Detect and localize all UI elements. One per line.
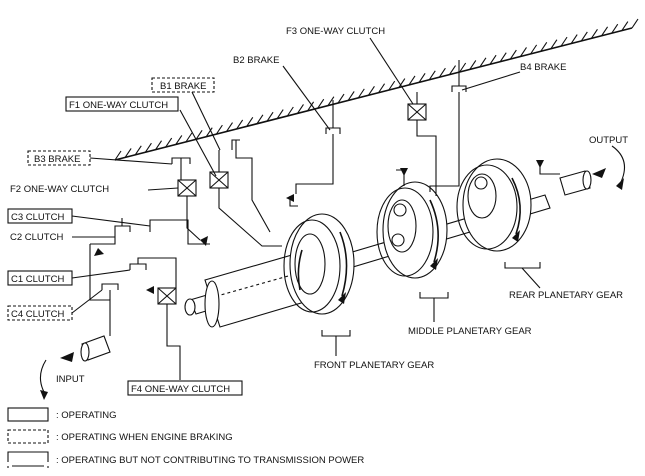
hatch-mark (215, 124, 223, 135)
hatch-mark (266, 111, 274, 122)
f4-one-way-clutch-symbol (157, 287, 177, 305)
legend-solid-text: : OPERATING (56, 410, 117, 421)
legend-open-text: : OPERATING BUT NOT CONTRIBUTING TO TRAN… (56, 455, 364, 466)
hatch-mark (530, 44, 538, 55)
hatch-mark (327, 96, 335, 106)
label-c2-clutch: C2 CLUTCH (10, 232, 63, 243)
hatch-mark (286, 106, 294, 117)
hatch-mark (590, 29, 598, 39)
label-b2-brake: B2 BRAKE (233, 55, 279, 66)
label-front-planetary-gear: FRONT PLANETARY GEAR (314, 360, 434, 371)
hatch-mark (418, 73, 426, 83)
hatch-mark (307, 101, 315, 112)
output-shaft (559, 145, 626, 196)
hatch-mark (520, 47, 527, 57)
label-c1-clutch: C1 CLUTCH (11, 274, 64, 285)
hatch-mark (195, 129, 203, 140)
hatch-mark (601, 26, 609, 37)
f2-one-way-clutch-symbol (177, 179, 197, 197)
hatch-mark (256, 114, 264, 125)
hatch-mark (611, 23, 619, 34)
label-f3-one-way-clutch: F3 ONE-WAY CLUTCH (286, 26, 385, 37)
label-rear-planetary-gear: REAR PLANETARY GEAR (509, 290, 623, 301)
rear-planetary-gear (456, 158, 532, 252)
hatch-mark (226, 122, 233, 132)
hatch-mark (428, 70, 436, 81)
hatch-mark (469, 60, 477, 70)
hatch-mark (205, 127, 213, 138)
f3-one-way-clutch-symbol (407, 103, 427, 121)
legend-dashed-text: : OPERATING WHEN ENGINE BRAKING (56, 432, 233, 443)
hatch-mark (246, 117, 254, 127)
hatch-mark (144, 142, 152, 153)
legend: : OPERATING : OPERATING WHEN ENGINE BRAK… (7, 407, 364, 468)
hatch-mark (357, 88, 365, 99)
f1-one-way-clutch-symbol (209, 171, 229, 189)
hatch-mark (499, 52, 507, 62)
hatch-mark (570, 34, 578, 44)
hatch-mark (398, 78, 406, 88)
label-f1-one-way-clutch: F1 ONE-WAY CLUTCH (69, 100, 168, 111)
legend-dashed-swatch (7, 429, 49, 444)
label-output: OUTPUT (589, 135, 628, 146)
label-frames (7, 77, 243, 396)
label-b3-brake: B3 BRAKE (34, 154, 80, 165)
hatch-mark (236, 119, 244, 130)
hatch-mark (621, 21, 629, 31)
hatch-mark (276, 109, 284, 119)
hatch-mark (175, 135, 183, 145)
hatch-mark (459, 62, 467, 73)
hatch-mark (560, 36, 568, 47)
hatch-mark (155, 140, 163, 150)
hatch-mark (297, 104, 304, 114)
hatch-mark (347, 91, 355, 101)
hatch-mark (580, 31, 588, 42)
hatch-mark (438, 67, 446, 78)
hatch-mark (479, 57, 487, 68)
linkages (89, 60, 560, 380)
label-input: INPUT (56, 374, 85, 385)
front-planetary-gear (283, 213, 355, 315)
housing-ground (114, 18, 639, 161)
hatch-mark (550, 39, 558, 50)
label-f2-one-way-clutch: F2 ONE-WAY CLUTCH (10, 184, 109, 195)
hatch-mark (631, 18, 639, 29)
hatch-mark (134, 145, 142, 156)
hatch-mark (449, 65, 456, 75)
label-f4-one-way-clutch: F4 ONE-WAY CLUTCH (131, 384, 230, 395)
hatch-mark (408, 75, 416, 86)
legend-solid-swatch (7, 407, 49, 422)
hatch-mark (509, 49, 517, 60)
hatch-mark (489, 54, 497, 65)
hatch-mark (378, 83, 386, 94)
label-middle-planetary-gear: MIDDLE PLANETARY GEAR (408, 326, 532, 337)
hatch-mark (317, 98, 325, 109)
hatch-mark (165, 137, 173, 148)
leader-lines (71, 37, 541, 356)
label-c3-clutch: C3 CLUTCH (11, 212, 64, 223)
hatch-mark (124, 148, 132, 158)
hatch-mark (540, 41, 548, 52)
label-b4-brake: B4 BRAKE (520, 62, 566, 73)
hatch-mark (388, 80, 396, 91)
label-b1-brake: B1 BRAKE (160, 81, 206, 92)
hatch-mark (367, 85, 375, 96)
label-c4-clutch: C4 CLUTCH (11, 309, 64, 320)
legend-open-swatch (7, 451, 49, 468)
middle-planetary-gear (376, 181, 448, 279)
input-shaft (39, 335, 111, 400)
hatch-mark (337, 93, 345, 104)
hatch-mark (185, 132, 193, 143)
hatch-mark (114, 150, 122, 161)
